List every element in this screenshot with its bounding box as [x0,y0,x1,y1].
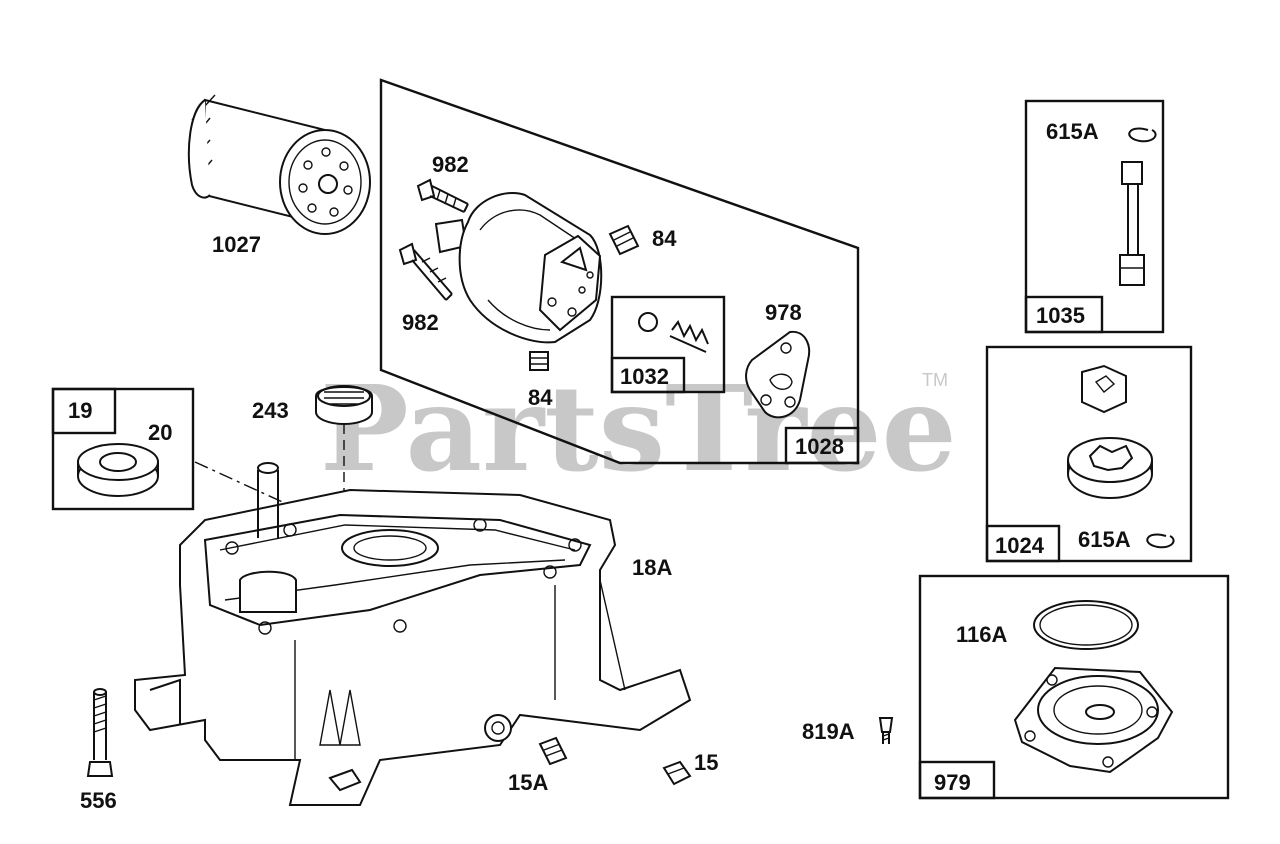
pump-rotor-outer[interactable] [1067,437,1153,499]
relief-ball-and-spring[interactable] [638,312,709,353]
oil-filter-1027[interactable] [187,94,371,235]
bolt-982-bottom[interactable] [398,242,453,301]
bolt-556[interactable] [86,688,114,777]
bolt-982-top[interactable] [416,178,469,213]
pump-cover-979[interactable] [1013,666,1174,774]
label-615A-top: 615A [1046,119,1099,144]
retaining-ring-615A-bottom[interactable] [1146,533,1175,549]
plug-84-bottom[interactable] [529,351,549,371]
label-1024: 1024 [995,533,1045,558]
kit-frame-979 [918,574,1230,800]
oil-seal-20[interactable] [77,443,159,497]
oil-screen-243[interactable] [315,385,373,425]
label-15: 15 [694,750,718,775]
label-556: 556 [80,788,117,813]
label-982-top: 982 [432,152,469,177]
kit-label-box-1032 [610,356,686,394]
kit-label-box-1024 [985,524,1061,563]
oil-filter-adapter[interactable] [434,192,603,344]
label-15A: 15A [508,770,548,795]
kit-frame-1028 [379,78,860,465]
o-ring-116A[interactable] [1033,600,1139,650]
label-84-bottom: 84 [528,385,553,410]
label-819A: 819A [802,719,855,744]
plug-15[interactable] [662,760,692,786]
kit-label-box-979 [918,760,996,800]
kit-label-box-1035 [1024,295,1104,334]
leader-20 [194,461,301,511]
label-979: 979 [934,770,971,795]
screw-819A[interactable] [878,717,894,744]
pump-shaft-1035[interactable] [1119,161,1145,286]
retaining-ring-615A-top[interactable] [1128,127,1157,143]
watermark-trademark: TM [922,370,948,390]
label-978: 978 [765,300,802,325]
label-18A: 18A [632,555,672,580]
label-1035: 1035 [1036,303,1085,328]
plug-15A[interactable] [538,736,568,766]
plug-84-right[interactable] [608,224,640,256]
label-982-bottom: 982 [402,310,439,335]
label-1028: 1028 [795,434,844,459]
engine-sump-18A[interactable] [134,462,692,806]
label-1027: 1027 [212,232,261,257]
label-20: 20 [148,420,172,445]
label-243: 243 [252,398,289,423]
label-84-right: 84 [652,226,677,251]
pump-rotor-inner[interactable] [1081,364,1127,414]
kit-label-box-1028 [784,426,860,465]
label-1032: 1032 [620,364,669,389]
kit-frame-1024 [985,345,1193,563]
kit-frame-19 [51,387,195,511]
kit-label-box-19 [51,387,117,435]
gasket-978[interactable] [745,330,810,419]
label-19: 19 [68,398,92,423]
label-615A-bottom: 615A [1078,527,1131,552]
label-116A: 116A [956,622,1007,647]
